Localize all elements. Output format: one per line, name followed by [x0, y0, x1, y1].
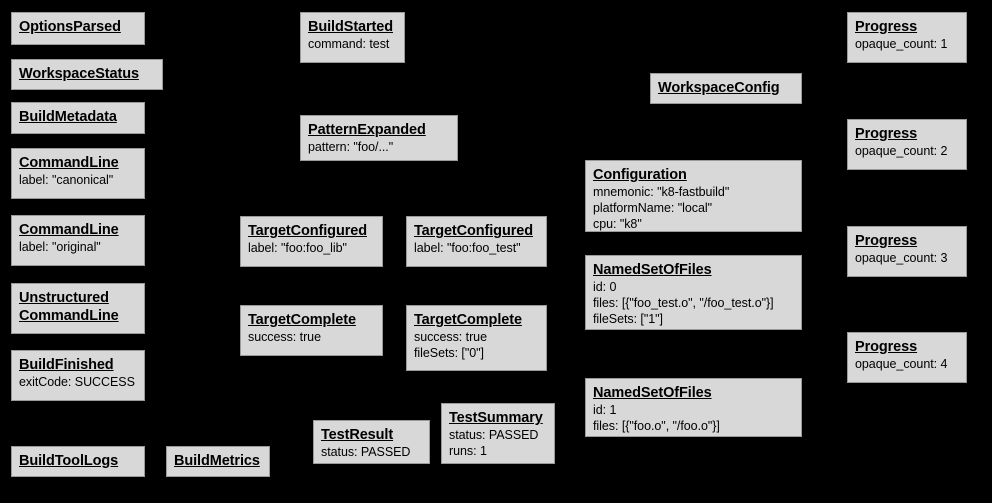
- event-node-target-complete-lib[interactable]: TargetComplete success: true: [240, 305, 383, 356]
- event-node-field: pattern: "foo/...": [308, 140, 394, 154]
- event-node-title: BuildStarted: [308, 19, 394, 35]
- event-node-title: CommandLine: [19, 222, 119, 238]
- event-node-field: status: PASSED: [449, 428, 539, 442]
- event-node-build-finished[interactable]: BuildFinished exitCode: SUCCESS: [11, 350, 145, 401]
- event-node-field: opaque_count: 3: [855, 251, 948, 265]
- event-node-build-metrics[interactable]: BuildMetrics: [166, 446, 270, 477]
- event-node-title: TargetConfigured: [248, 223, 367, 239]
- event-node-title: NamedSetOfFiles: [593, 262, 712, 278]
- event-node-title: BuildMetadata: [19, 109, 117, 125]
- event-node-title: BuildMetrics: [174, 453, 260, 469]
- event-node-field: label: "canonical": [19, 173, 114, 187]
- event-node-field: files: [{"foo.o", "/foo.o"}]: [593, 419, 720, 433]
- event-node-title: Configuration: [593, 167, 687, 183]
- event-node-field: label: "foo:foo_test": [414, 241, 521, 255]
- event-node-field: id: 1: [593, 403, 617, 417]
- event-node-named-set-of-files-0[interactable]: NamedSetOfFiles id: 0 files: [{"foo_test.o…: [585, 255, 802, 330]
- event-node-field: mnemonic: "k8-fastbuild": [593, 185, 730, 199]
- event-node-title: Progress: [855, 126, 918, 142]
- event-node-build-metadata[interactable]: BuildMetadata: [11, 102, 145, 134]
- event-node-title: Progress: [855, 339, 918, 355]
- event-node-workspace-status[interactable]: WorkspaceStatus: [11, 59, 163, 90]
- event-node-progress-3[interactable]: Progress opaque_count: 3: [847, 226, 967, 277]
- event-node-pattern-expanded[interactable]: PatternExpanded pattern: "foo/...": [300, 115, 458, 161]
- event-node-field: success: true: [414, 330, 487, 344]
- event-node-title: Progress: [855, 19, 918, 35]
- event-node-field: runs: 1: [449, 444, 487, 458]
- event-node-field: fileSets: ["1"]: [593, 312, 663, 326]
- event-node-field: label: "original": [19, 240, 101, 254]
- event-node-command-line-canonical[interactable]: CommandLine label: "canonical": [11, 148, 145, 199]
- event-node-named-set-of-files-1[interactable]: NamedSetOfFiles id: 1 files: [{"foo.o", "/…: [585, 378, 802, 437]
- event-node-field: files: [{"foo_test.o", "/foo_test.o"}]: [593, 296, 774, 310]
- event-node-field: status: PASSED: [321, 445, 411, 459]
- event-node-field: opaque_count: 2: [855, 144, 948, 158]
- event-node-workspace-config[interactable]: WorkspaceConfig: [650, 73, 802, 104]
- event-node-build-started[interactable]: BuildStarted command: test: [300, 12, 405, 63]
- event-node-title: OptionsParsed: [19, 19, 121, 35]
- event-node-progress-4[interactable]: Progress opaque_count: 4: [847, 332, 967, 383]
- event-node-title: TargetConfigured: [414, 223, 533, 239]
- event-node-target-configured-foo-test[interactable]: TargetConfigured label: "foo:foo_test": [406, 216, 547, 267]
- event-node-field: opaque_count: 4: [855, 357, 948, 371]
- event-node-field: platformName: "local": [593, 201, 712, 215]
- event-node-title: NamedSetOfFiles: [593, 385, 712, 401]
- event-node-target-configured-foo-lib[interactable]: TargetConfigured label: "foo:foo_lib": [240, 216, 383, 267]
- event-node-progress-2[interactable]: Progress opaque_count: 2: [847, 119, 967, 170]
- event-node-title: TargetComplete: [248, 312, 356, 328]
- event-node-progress-1[interactable]: Progress opaque_count: 1: [847, 12, 967, 63]
- event-node-configuration[interactable]: Configuration mnemonic: "k8-fastbuild" pla…: [585, 160, 802, 232]
- event-node-build-tool-logs[interactable]: BuildToolLogs: [11, 446, 145, 477]
- event-node-field: opaque_count: 1: [855, 37, 948, 51]
- event-node-field: id: 0: [593, 280, 617, 294]
- event-node-field: success: true: [248, 330, 321, 344]
- event-node-field: label: "foo:foo_lib": [248, 241, 347, 255]
- event-node-title: CommandLine: [19, 155, 119, 171]
- event-node-title: TestResult: [321, 427, 394, 443]
- event-node-title: WorkspaceStatus: [19, 66, 139, 82]
- event-node-target-complete-test[interactable]: TargetComplete success: true fileSets: ["0…: [406, 305, 547, 371]
- event-node-field: command: test: [308, 37, 390, 51]
- event-node-command-line-original[interactable]: CommandLine label: "original": [11, 215, 145, 266]
- event-node-title: BuildToolLogs: [19, 453, 119, 469]
- event-node-title: WorkspaceConfig: [658, 80, 780, 96]
- event-node-title: Progress: [855, 233, 918, 249]
- event-node-title: TargetComplete: [414, 312, 522, 328]
- event-node-title: BuildFinished: [19, 357, 114, 373]
- event-node-title: Unstructured CommandLine: [19, 290, 119, 324]
- event-node-title: PatternExpanded: [308, 122, 426, 138]
- event-node-field: fileSets: ["0"]: [414, 346, 484, 360]
- event-node-title: TestSummary: [449, 410, 543, 426]
- event-node-field: cpu: "k8": [593, 217, 642, 231]
- event-node-test-result[interactable]: TestResult status: PASSED: [313, 420, 430, 464]
- event-node-unstructured-command-line[interactable]: Unstructured CommandLine: [11, 283, 145, 334]
- event-node-field: exitCode: SUCCESS: [19, 375, 135, 389]
- event-node-options-parsed[interactable]: OptionsParsed: [11, 12, 145, 45]
- event-node-test-summary[interactable]: TestSummary status: PASSED runs: 1: [441, 403, 555, 464]
